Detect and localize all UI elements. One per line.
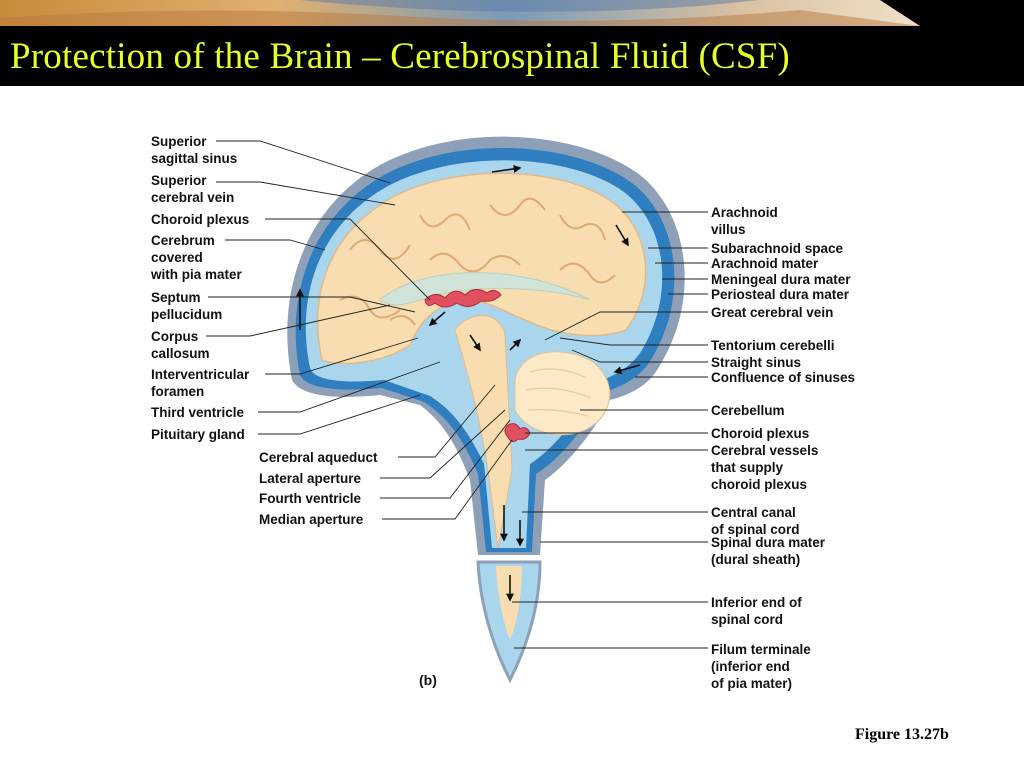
label-septum-pellucidum: Septum pellucidum bbox=[151, 290, 223, 322]
brainstem bbox=[454, 315, 513, 549]
label-straight-sinus: Straight sinus bbox=[711, 355, 802, 370]
label-fourth-ventricle: Fourth ventricle bbox=[259, 491, 362, 506]
label-superior-sagittal-sinus: Superior sagittal sinus bbox=[151, 134, 238, 166]
gyri-lines bbox=[339, 197, 616, 326]
label-interventricular-foramen: Interventricular foramen bbox=[151, 367, 250, 399]
label-lateral-aperture: Lateral aperture bbox=[259, 471, 362, 486]
label-central-canal: Central canal of spinal cord bbox=[711, 505, 800, 537]
decorative-banner bbox=[0, 0, 1024, 26]
page-title: Protection of the Brain – Cerebrospinal … bbox=[10, 36, 790, 77]
label-choroid-plexus-right: Choroid plexus bbox=[711, 426, 810, 441]
title-bar bbox=[0, 26, 1024, 86]
label-filum-terminale: Filum terminale (inferior end of pia mat… bbox=[711, 642, 811, 691]
label-median-aperture: Median aperture bbox=[259, 512, 364, 527]
label-subarachnoid-space: Subarachnoid space bbox=[711, 241, 844, 256]
figure-reference: Figure 13.27b bbox=[855, 726, 949, 743]
csf-flow-arrows bbox=[296, 164, 641, 602]
label-cerebrum: Cerebrum covered with pia mater bbox=[151, 233, 242, 282]
leader-lines bbox=[206, 140, 708, 649]
label-periosteal-dura-mater: Periosteal dura mater bbox=[711, 287, 850, 302]
label-meningeal-dura-mater: Meningeal dura mater bbox=[711, 272, 851, 287]
panel-label: (b) bbox=[419, 672, 437, 688]
label-choroid-plexus-left: Choroid plexus bbox=[151, 212, 250, 227]
label-cerebral-aqueduct: Cerebral aqueduct bbox=[259, 450, 378, 465]
label-superior-cerebral-vein: Superior cerebral vein bbox=[151, 173, 235, 205]
label-great-cerebral-vein: Great cerebral vein bbox=[711, 305, 834, 320]
cerebellum bbox=[514, 351, 611, 436]
label-corpus-callosum: Corpus callosum bbox=[151, 329, 210, 361]
label-cerebral-vessels: Cerebral vessels that supply choroid ple… bbox=[711, 443, 819, 492]
label-cerebellum: Cerebellum bbox=[711, 403, 785, 418]
choroid-plexus-lower bbox=[504, 423, 531, 443]
choroid-plexus-upper bbox=[424, 289, 502, 308]
corpus-callosum bbox=[379, 272, 591, 306]
label-tentorium-cerebelli: Tentorium cerebelli bbox=[711, 338, 835, 353]
label-third-ventricle: Third ventricle bbox=[151, 405, 245, 420]
spinal-cord-lower bbox=[496, 566, 522, 640]
label-pituitary-gland: Pituitary gland bbox=[151, 427, 245, 442]
label-arachnoid-villus: Arachnoid villus bbox=[711, 205, 778, 237]
label-inferior-end-spinal-cord: Inferior end of spinal cord bbox=[711, 595, 802, 627]
label-confluence-of-sinuses: Confluence of sinuses bbox=[711, 370, 856, 385]
label-arachnoid-mater: Arachnoid mater bbox=[711, 256, 819, 271]
label-spinal-dura-mater: Spinal dura mater (dural sheath) bbox=[711, 535, 826, 567]
